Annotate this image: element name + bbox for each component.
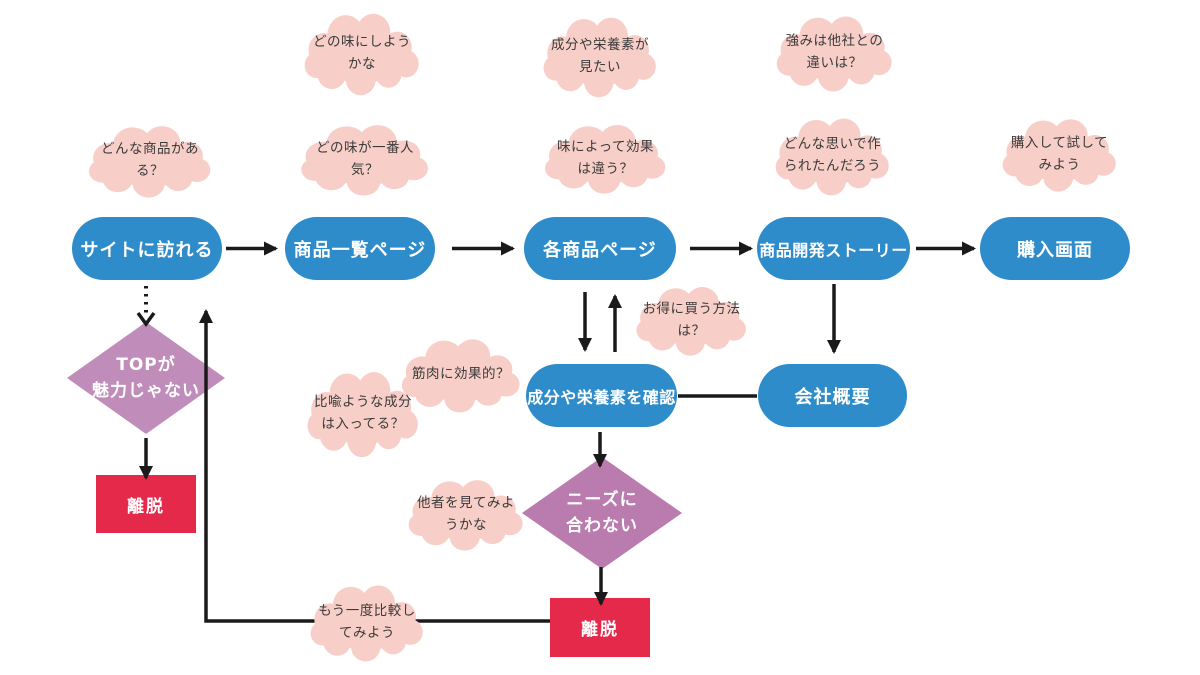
thought-text: お得に買う方法 は？ (642, 300, 741, 339)
stage-purchase-screen: 購入画面 (980, 217, 1130, 280)
thought-cloud-buy-and-try: 購入して試して みよう (997, 115, 1122, 194)
thought-text: どの味が一番人 気？ (316, 139, 414, 178)
thought-cloud-strengths-vs-others: 強みは他社との 違いは？ (771, 12, 898, 94)
thought-cloud-compare-again: もう一度比較し てみよう (305, 581, 429, 664)
stage-product-detail: 各商品ページ (524, 217, 676, 280)
thought-cloud-what-products: どんな商品があ る？ (83, 122, 217, 200)
thought-cloud-look-at-others: 他者を見てみよ うかな (403, 476, 529, 553)
thought-text: 購入して試して みよう (1010, 134, 1109, 173)
decision-needs-mismatch: ニーズに 合わない (522, 457, 682, 569)
stage-product-list: 商品一覧ページ (285, 217, 435, 280)
stage-dev-story: 商品開発ストーリー (757, 217, 910, 280)
thought-text: 比喩ような成分 は入ってる？ (314, 393, 412, 432)
thought-text: 他者を見てみよ うかな (417, 494, 515, 533)
thought-cloud-why-made: どんな思いで作 られたんだろう (770, 114, 895, 198)
exit-box-top: 離脱 (96, 475, 196, 533)
thought-cloud-popular-flavor: どの味が一番人 気？ (295, 121, 435, 198)
decision-top-not-attractive: TOPが 魅力じゃない (67, 322, 225, 434)
thought-cloud-buy-cheaper: お得に買う方法 は？ (631, 283, 752, 358)
thought-cloud-see-nutrients: 成分や栄養素が 見たい (538, 13, 662, 100)
thought-text: どんな商品があ る？ (101, 141, 199, 179)
thought-text: どの味にしよう かな (313, 33, 411, 72)
thought-text: もう一度比較し てみよう (318, 602, 416, 641)
thought-text: 成分や栄養素が 見たい (551, 36, 649, 75)
thought-cloud-which-flavor-choose: どの味にしよう かな (299, 9, 425, 98)
thought-cloud-effect-by-flavor: 味によって効果 は違う？ (539, 121, 672, 196)
stage-company-overview: 会社概要 (758, 364, 907, 427)
thought-text: 味によって効果 は違う？ (557, 138, 654, 177)
thought-text: 筋肉に効果的？ (412, 366, 510, 383)
thought-text: どんな思いで作 られたんだろう (783, 136, 882, 174)
stage-check-nutrients: 成分や栄養素を確認 (526, 364, 677, 427)
stage-visit-site: サイトに訪れる (72, 217, 222, 280)
thought-cloud-contains-ingredient: 比喩ような成分 は入ってる？ (302, 367, 424, 460)
exit-box-needs: 離脱 (550, 598, 650, 657)
thought-text: 強みは他社との 違いは？ (785, 33, 884, 71)
